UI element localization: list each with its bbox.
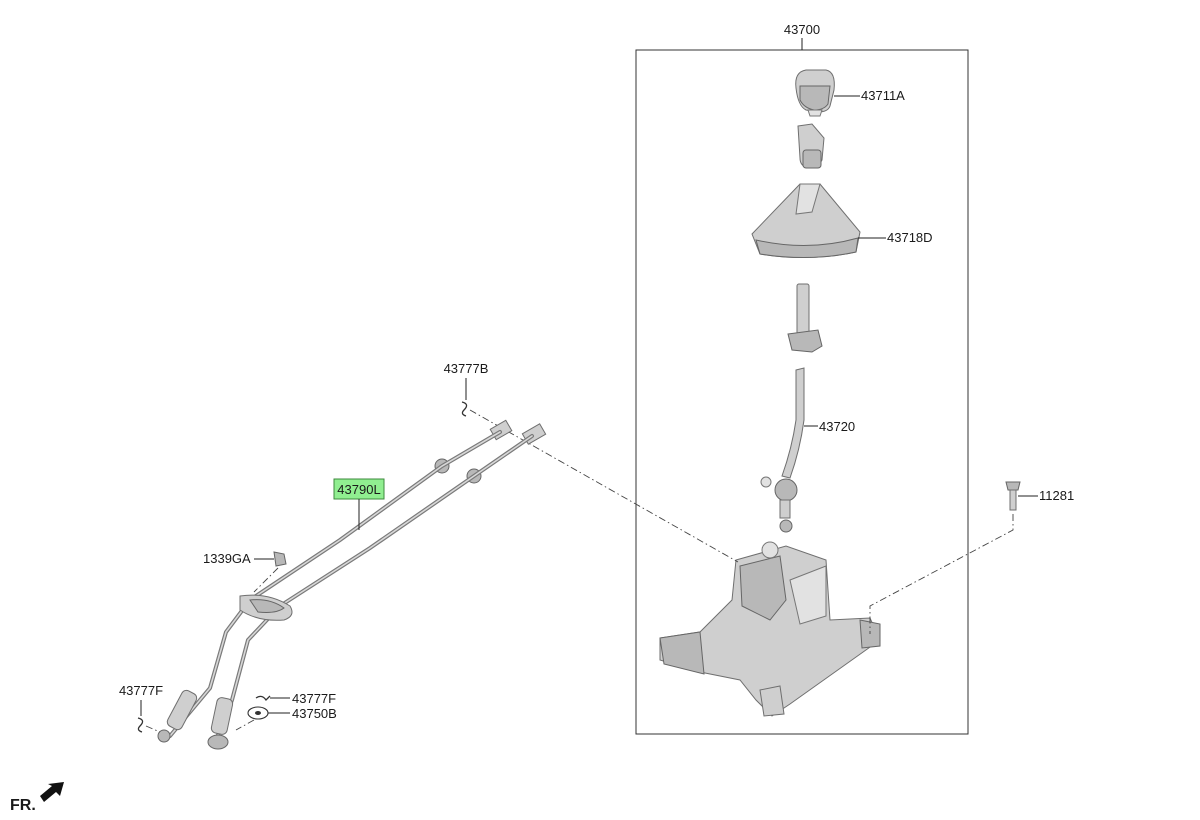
clip-top-part[interactable] xyxy=(461,401,468,417)
assembly-label[interactable]: 43700 xyxy=(784,22,820,37)
bolt-dash-line xyxy=(869,514,1014,634)
clip-right-part[interactable] xyxy=(255,695,271,702)
boot-label[interactable]: 43718D xyxy=(887,230,933,245)
grommet-part[interactable] xyxy=(273,551,287,567)
lever-label[interactable]: 43720 xyxy=(819,419,855,434)
knob-part[interactable] xyxy=(795,69,835,117)
shifter-base xyxy=(659,541,881,717)
cable-assy-label[interactable]: 43790L xyxy=(337,482,380,497)
bolt-part[interactable] xyxy=(1005,481,1021,511)
lever-upper xyxy=(787,283,823,353)
clip-left-label[interactable]: 43777F xyxy=(119,683,163,698)
clip-left-dash-line xyxy=(145,725,161,733)
front-arrow-icon xyxy=(40,782,64,802)
knob-label[interactable]: 43711A xyxy=(861,88,905,103)
lever-part[interactable] xyxy=(760,367,805,533)
washer-label[interactable]: 43750B xyxy=(292,706,337,721)
direction-label: FR. xyxy=(10,797,36,814)
adapter-sleeve xyxy=(797,123,825,169)
washer-hole xyxy=(255,711,261,715)
clip-right-label[interactable]: 43777F xyxy=(292,691,336,706)
grommet-label[interactable]: 1339GA xyxy=(203,551,251,566)
cable-assy-part[interactable] xyxy=(157,419,547,750)
clip-left-part[interactable] xyxy=(137,717,144,733)
boot-part[interactable] xyxy=(751,183,861,259)
bolt-label[interactable]: 11281 xyxy=(1039,488,1074,503)
grommet-dash-line xyxy=(253,567,279,593)
washer-dash-line xyxy=(235,719,255,731)
clip-top-label[interactable]: 43777B xyxy=(444,361,489,376)
clip-top-dash-line xyxy=(469,409,739,563)
